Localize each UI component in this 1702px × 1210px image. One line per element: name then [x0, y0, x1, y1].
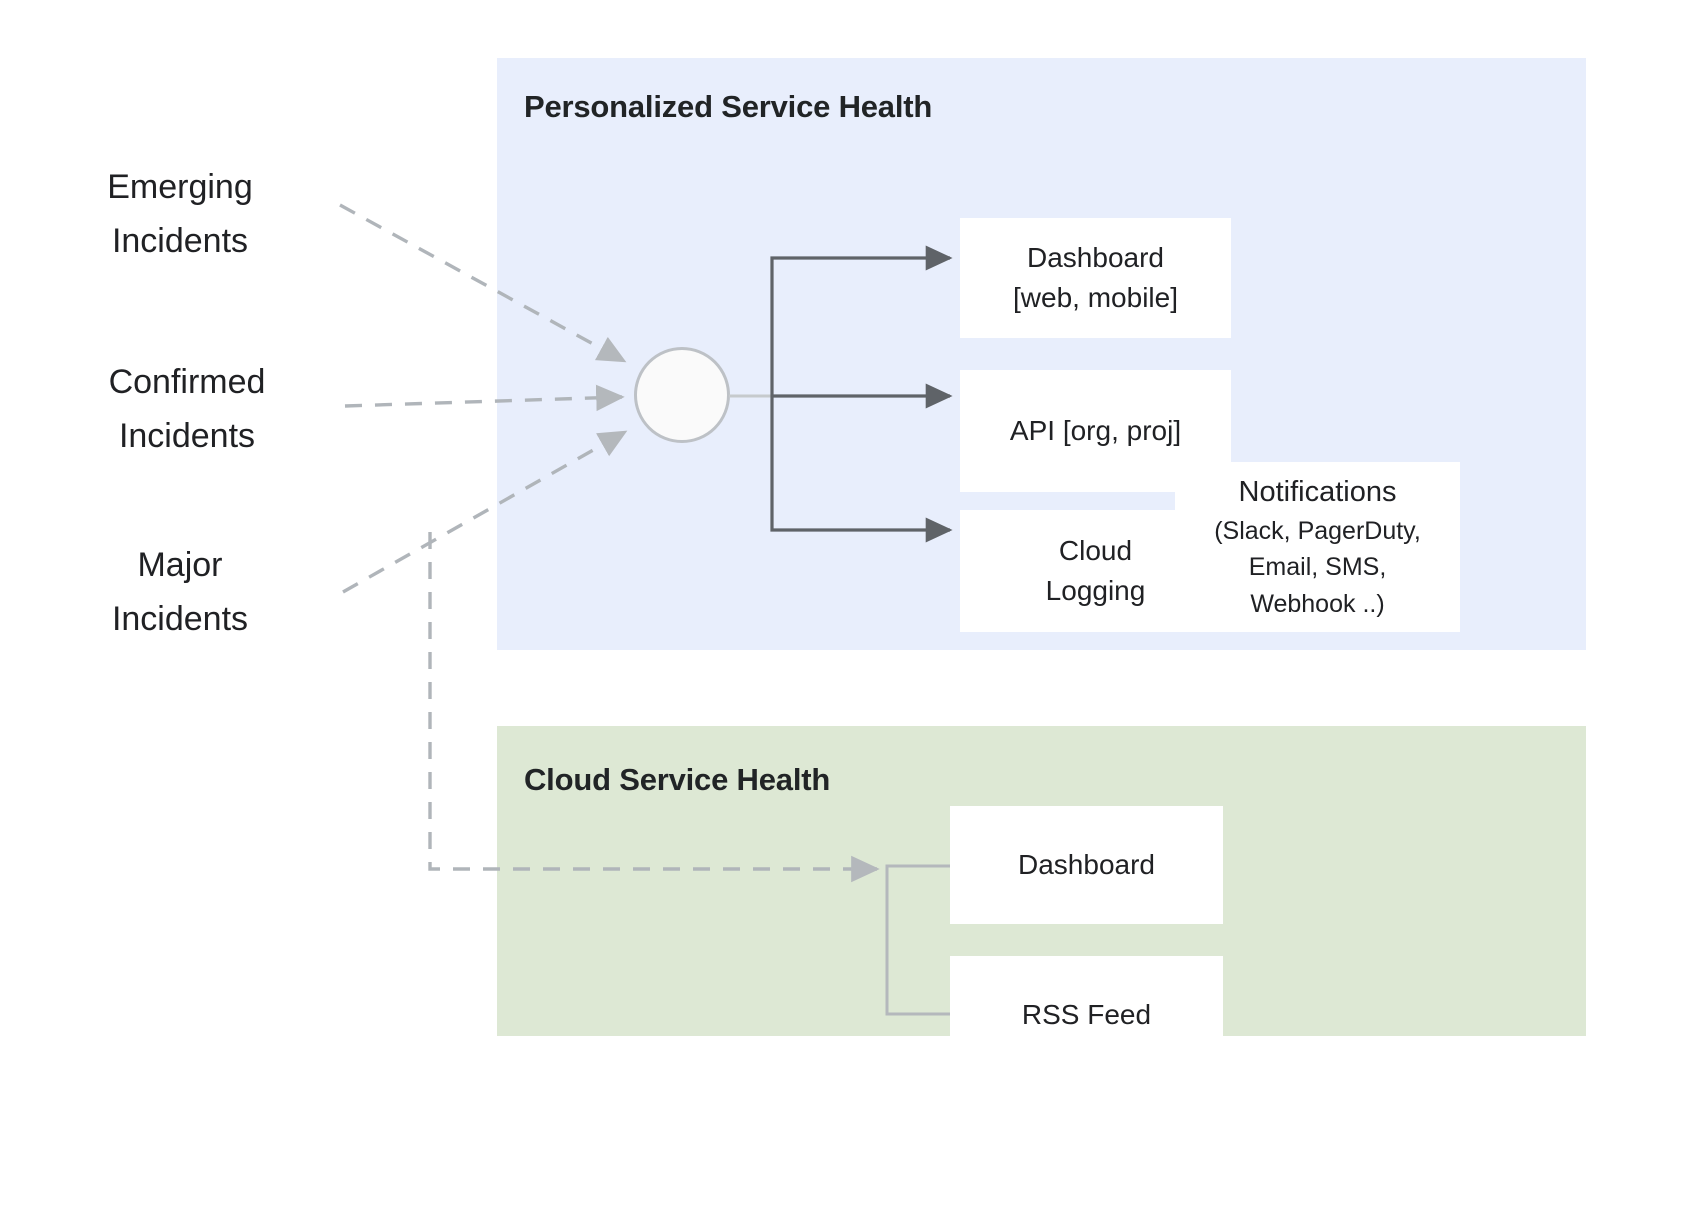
node-csh-dashboard[interactable]: Dashboard — [950, 806, 1223, 924]
input-label-confirmed-incidents: Confirmed Incidents — [22, 355, 352, 464]
node-notifications-title: Notifications — [1238, 476, 1397, 509]
input-label-emerging-line1: Emerging — [107, 168, 253, 206]
input-label-major-line1: Major — [137, 546, 223, 584]
node-dashboard-web-mobile-line2: [web, mobile] — [1013, 282, 1178, 313]
input-label-emerging-incidents: Emerging Incidents — [15, 160, 345, 269]
panel-title-personalized-service-health: Personalized Service Health — [524, 89, 933, 124]
node-notifications-sub2: Email, SMS, — [1248, 553, 1387, 582]
node-rss-feed[interactable]: RSS Feed — [950, 956, 1223, 1074]
node-notifications[interactable]: Notifications (Slack, PagerDuty, Email, … — [1175, 462, 1460, 632]
input-label-major-line2: Incidents — [111, 600, 249, 639]
node-dashboard-web-mobile-line1: Dashboard — [1027, 242, 1164, 274]
node-cloud-logging-line1: Cloud — [1058, 535, 1133, 567]
node-notifications-sub3: Webhook ..) — [1250, 589, 1385, 618]
node-dashboard-web-mobile[interactable]: Dashboard [web, mobile] — [960, 218, 1231, 338]
input-label-confirmed-line1: Confirmed — [108, 363, 266, 401]
node-cloud-logging-line2: Logging — [1045, 575, 1146, 606]
node-rss-feed-label: RSS Feed — [1021, 999, 1152, 1031]
panel-title-cloud-service-health: Cloud Service Health — [524, 762, 831, 797]
input-label-confirmed-line2: Incidents — [118, 417, 256, 456]
node-api-org-proj-label: API [org, proj] — [1009, 415, 1182, 447]
node-csh-dashboard-label: Dashboard — [1018, 849, 1155, 881]
input-label-major-incidents: Major Incidents — [15, 538, 345, 647]
input-label-emerging-line2: Incidents — [111, 222, 249, 261]
node-notifications-sub1: (Slack, PagerDuty, — [1214, 517, 1421, 546]
